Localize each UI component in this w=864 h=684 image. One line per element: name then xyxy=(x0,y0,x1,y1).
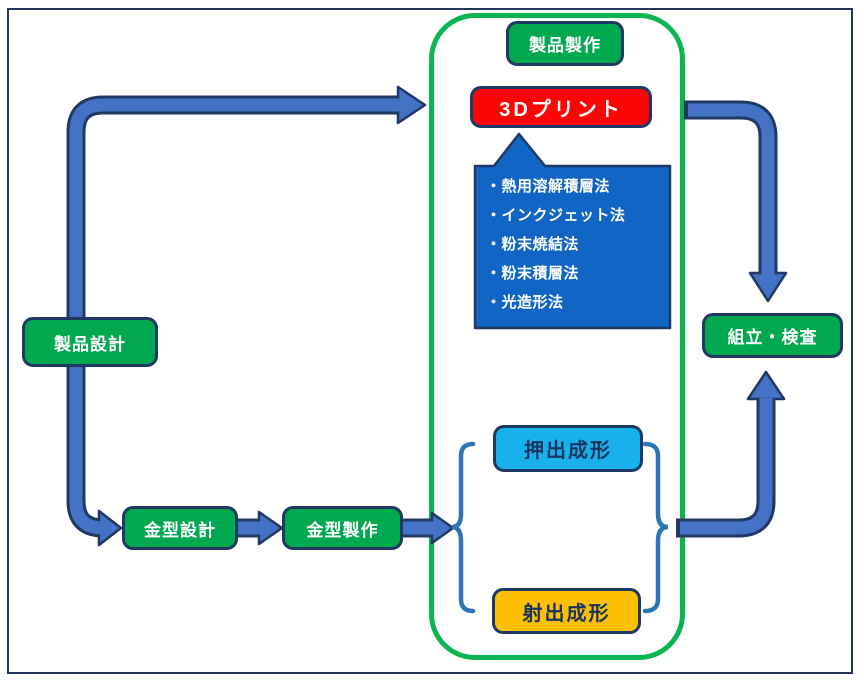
callout-item: ・光造形法 xyxy=(486,294,564,311)
node-product-making: 製品製作 xyxy=(506,21,624,66)
production-container xyxy=(429,13,685,660)
arrow-design-to-print xyxy=(66,85,427,320)
node-product-making-label: 製品製作 xyxy=(529,36,601,55)
node-product-design: 製品設計 xyxy=(22,317,158,367)
node-mold-design-label: 金型設計 xyxy=(144,520,216,540)
arrow-brace-to-assembly xyxy=(676,370,786,538)
callout-item: ・粉末焼結法 xyxy=(486,236,580,253)
node-extrusion-molding: 押出成形 xyxy=(493,425,643,472)
node-assembly-inspection: 組立・検査 xyxy=(702,313,843,358)
node-assembly-inspection-label: 組立・検査 xyxy=(727,328,818,347)
arrow-moldmaking-to-brace xyxy=(401,511,455,545)
left-brace xyxy=(451,441,476,614)
node-mold-design: 金型設計 xyxy=(122,506,238,550)
callout-item: ・インクジェット法 xyxy=(486,207,626,224)
methods-callout-list: ・熱用溶解積層法 ・インクジェット法 ・粉末焼結法 ・粉末積層法 ・光造形法 xyxy=(486,172,666,317)
callout-item: ・熱用溶解積層法 xyxy=(486,178,611,195)
methods-callout-shape xyxy=(473,132,672,330)
node-injection-molding: 射出成形 xyxy=(492,588,641,634)
callout-item: ・粉末積層法 xyxy=(486,265,580,282)
node-extrusion-molding-label: 押出成形 xyxy=(524,440,612,462)
right-brace xyxy=(642,441,669,614)
node-injection-molding-label: 射出成形 xyxy=(522,602,611,625)
node-mold-making-label: 金型製作 xyxy=(306,520,379,540)
node-mold-making: 金型製作 xyxy=(282,506,403,550)
node-3d-print-label: 3Dプリント xyxy=(499,98,623,121)
outer-frame xyxy=(7,8,853,674)
node-3d-print: 3Dプリント xyxy=(470,86,652,128)
arrow-molddesign-to-moldmaking xyxy=(236,510,284,546)
arrow-design-to-mold xyxy=(66,365,123,547)
arrow-print-to-assembly xyxy=(684,100,788,303)
node-product-design-label: 製品設計 xyxy=(54,334,126,354)
